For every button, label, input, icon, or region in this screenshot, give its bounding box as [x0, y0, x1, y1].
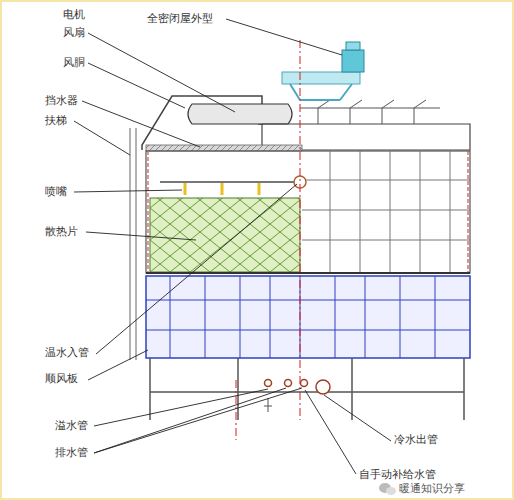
- part-label: 散热片: [44, 225, 79, 238]
- part-label: 扶梯: [44, 114, 68, 127]
- part-label: 冷水出管: [393, 433, 439, 446]
- part-label: 自手动补给水管: [358, 468, 437, 481]
- part-label: 全密闭屋外型: [146, 12, 214, 25]
- part-label: 排水管: [54, 446, 89, 459]
- part-label: 电机: [62, 8, 86, 21]
- part-label: 挡水器: [44, 94, 79, 107]
- part-label: 温水入管: [44, 346, 90, 359]
- part-label: 溢水管: [54, 419, 89, 432]
- part-label: 顺风板: [44, 372, 79, 385]
- part-label: 风胴: [62, 56, 86, 69]
- part-label: 风扇: [62, 26, 86, 39]
- part-label: 喷嘴: [44, 185, 68, 198]
- watermark: 暖通知识分享: [398, 482, 466, 495]
